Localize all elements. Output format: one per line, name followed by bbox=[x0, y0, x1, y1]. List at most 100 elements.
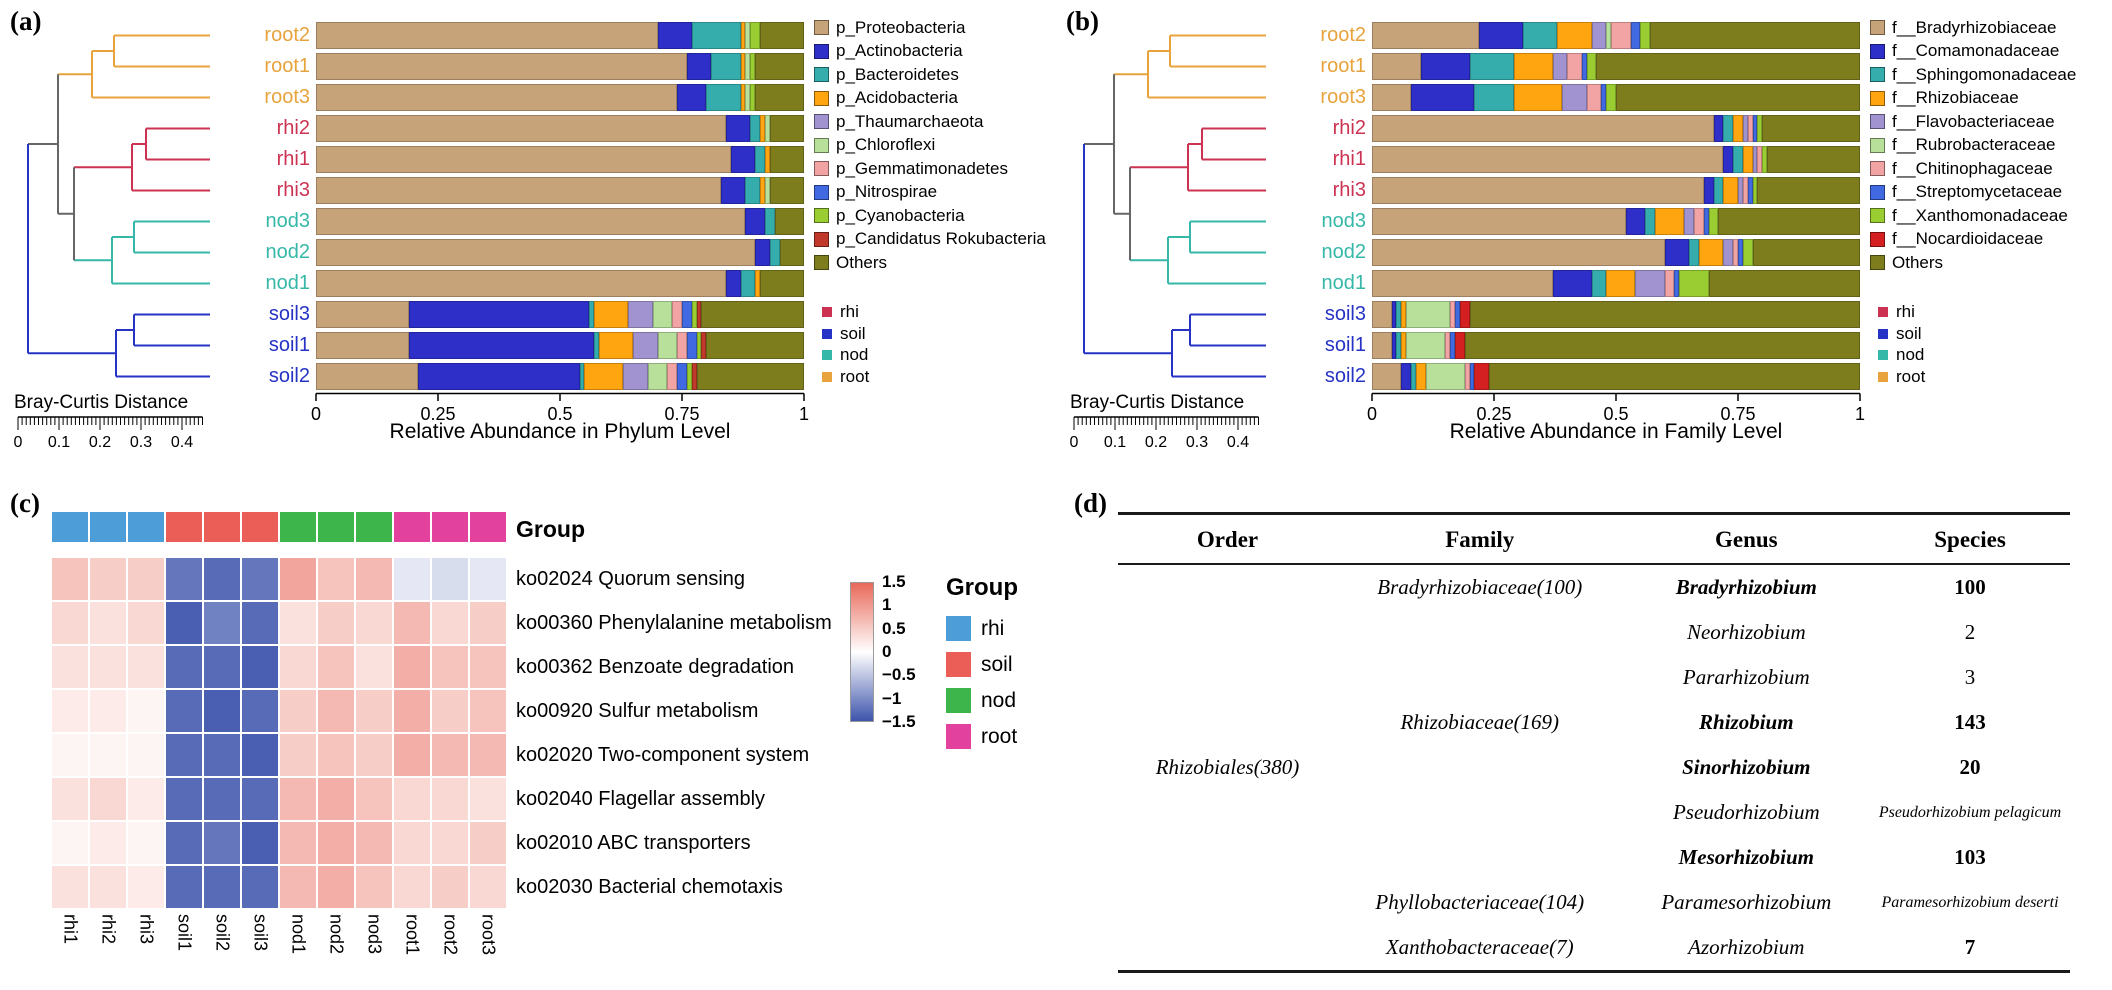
table-cell-r1c1 bbox=[1118, 565, 1337, 610]
group-swatch bbox=[946, 616, 971, 641]
heatmap-cell bbox=[432, 690, 468, 732]
bar-rhi2 bbox=[316, 115, 804, 142]
heatmap-cell bbox=[166, 558, 202, 600]
bar-segment bbox=[706, 84, 741, 111]
group-swatch bbox=[946, 724, 971, 749]
sample-label-nod3: nod3 bbox=[265, 210, 311, 232]
heatmap-cell bbox=[318, 734, 354, 776]
bar-segment bbox=[1401, 301, 1407, 328]
bar-segment bbox=[1596, 53, 1860, 80]
bar-segment bbox=[760, 270, 804, 297]
bar-segment bbox=[1723, 115, 1734, 142]
bar-segment bbox=[677, 332, 687, 359]
group-label: rhi bbox=[1896, 302, 1915, 321]
bar-root1 bbox=[1372, 53, 1860, 80]
annotation-cell-root bbox=[394, 512, 430, 542]
annotation-cell-nod bbox=[280, 512, 316, 542]
bar-segment bbox=[1742, 177, 1748, 204]
bar-segment bbox=[706, 332, 804, 359]
colorbar-tick: 1.5 bbox=[882, 572, 906, 591]
heatmap-column-label: soil3 bbox=[250, 914, 271, 952]
heatmap-cell bbox=[470, 602, 506, 644]
annotation-cell-rhi bbox=[128, 512, 164, 542]
table-cell-r8c2: Phyllobacteriaceae(104) bbox=[1375, 890, 1585, 914]
legend-item-f__Streptomycetaceae: f__Streptomycetaceae bbox=[1870, 181, 2062, 204]
legend-label: f__Streptomycetaceae bbox=[1892, 182, 2063, 201]
bar-segment bbox=[1625, 208, 1646, 235]
heatmap-cell bbox=[52, 866, 88, 908]
bar-segment bbox=[740, 22, 746, 49]
legend-swatch bbox=[1870, 137, 1885, 153]
bar-segment bbox=[1464, 332, 1860, 359]
heatmap-column-label: nod2 bbox=[326, 914, 347, 955]
bar-segment bbox=[1469, 53, 1514, 80]
heatmap-row-label: ko00920 Sulfur metabolism bbox=[516, 700, 759, 722]
bar-rhi3 bbox=[1372, 177, 1860, 204]
svg-text:0: 0 bbox=[1367, 404, 1377, 424]
bar-segment bbox=[1742, 239, 1753, 266]
table-cell-r2c3: Neorhizobium bbox=[1686, 620, 1806, 644]
bar-segment bbox=[1469, 301, 1860, 328]
bar-segment bbox=[672, 301, 682, 328]
bar-segment bbox=[1762, 115, 1860, 142]
annotation-cell-rhi bbox=[90, 512, 126, 542]
bar-segment bbox=[691, 22, 741, 49]
group-legend-item-nod: nod bbox=[822, 345, 868, 365]
heatmap-cell bbox=[242, 690, 278, 732]
svg-text:0.2: 0.2 bbox=[89, 434, 111, 451]
legend-label: p_Cyanobacteria bbox=[836, 205, 965, 225]
bar-segment bbox=[1752, 239, 1860, 266]
heatmap-cell bbox=[204, 558, 240, 600]
bar-segment bbox=[1708, 208, 1719, 235]
heatmap-cell bbox=[356, 646, 392, 688]
legend-item-p_Candidatus Rokubacteria: p_Candidatus Rokubacteria bbox=[814, 228, 1046, 251]
heatmap-cell bbox=[242, 646, 278, 688]
table-cell-r1c4: 100 bbox=[1954, 575, 1986, 599]
heatmap-cell bbox=[280, 778, 316, 820]
table-cell-r8c4: Paramesorhizobium deserti bbox=[1881, 893, 2059, 911]
table-cell-r5c2 bbox=[1337, 745, 1623, 790]
heatmap-cell bbox=[432, 646, 468, 688]
bar-segment bbox=[1591, 22, 1607, 49]
bar-segment bbox=[1615, 84, 1860, 111]
heatmap-cell bbox=[394, 778, 430, 820]
legend-label: p_Thaumarchaeota bbox=[836, 111, 984, 131]
legend-label: f__Sphingomonadaceae bbox=[1892, 64, 2077, 84]
bar-segment bbox=[1606, 84, 1616, 111]
legend-label: f__Comamonadaceae bbox=[1892, 41, 2060, 60]
annotation-cell-soil bbox=[166, 512, 202, 542]
bar-segment bbox=[1733, 239, 1738, 266]
bar-segment bbox=[1752, 115, 1758, 142]
bar-segment bbox=[686, 332, 697, 359]
bar-segment bbox=[677, 84, 707, 111]
bar-segment bbox=[1723, 177, 1738, 204]
bar-root2 bbox=[316, 22, 804, 49]
bar-segment bbox=[1591, 270, 1607, 297]
bar-segment bbox=[1396, 332, 1402, 359]
distance-scale-title: Bray-Curtis Distance bbox=[14, 392, 189, 413]
heatmap-cell bbox=[356, 822, 392, 864]
heatmap-row-label: ko02020 Two-component system bbox=[516, 744, 810, 766]
group-swatch bbox=[822, 371, 832, 382]
bar-segment bbox=[769, 115, 804, 142]
heatmap-cell bbox=[432, 866, 468, 908]
heatmap-cell bbox=[432, 558, 468, 600]
heatmap-row-label: ko00360 Phenylalanine metabolism bbox=[516, 612, 832, 634]
bar-root1 bbox=[316, 53, 804, 80]
legend-item-f__Flavobacteriaceae: f__Flavobacteriaceae bbox=[1870, 110, 2055, 133]
heatmap-cell bbox=[128, 646, 164, 688]
x-axis-title: Relative Abundance in Phylum Level bbox=[389, 420, 731, 443]
legend-swatch bbox=[814, 67, 829, 82]
heatmap-cell bbox=[204, 646, 240, 688]
legend-item-f__Chitinophagaceae: f__Chitinophagaceae bbox=[1870, 157, 2053, 180]
legend-swatch bbox=[1870, 208, 1885, 223]
bar-segment bbox=[316, 301, 409, 328]
table-cell-r3c3: Pararhizobium bbox=[1682, 665, 1810, 689]
bar-root2 bbox=[1372, 22, 1860, 49]
group-label: nod bbox=[981, 688, 1017, 712]
legend-label: p_Acidobacteria bbox=[836, 88, 958, 107]
group-swatch bbox=[822, 328, 832, 339]
heatmap-column-label: root3 bbox=[478, 914, 499, 956]
